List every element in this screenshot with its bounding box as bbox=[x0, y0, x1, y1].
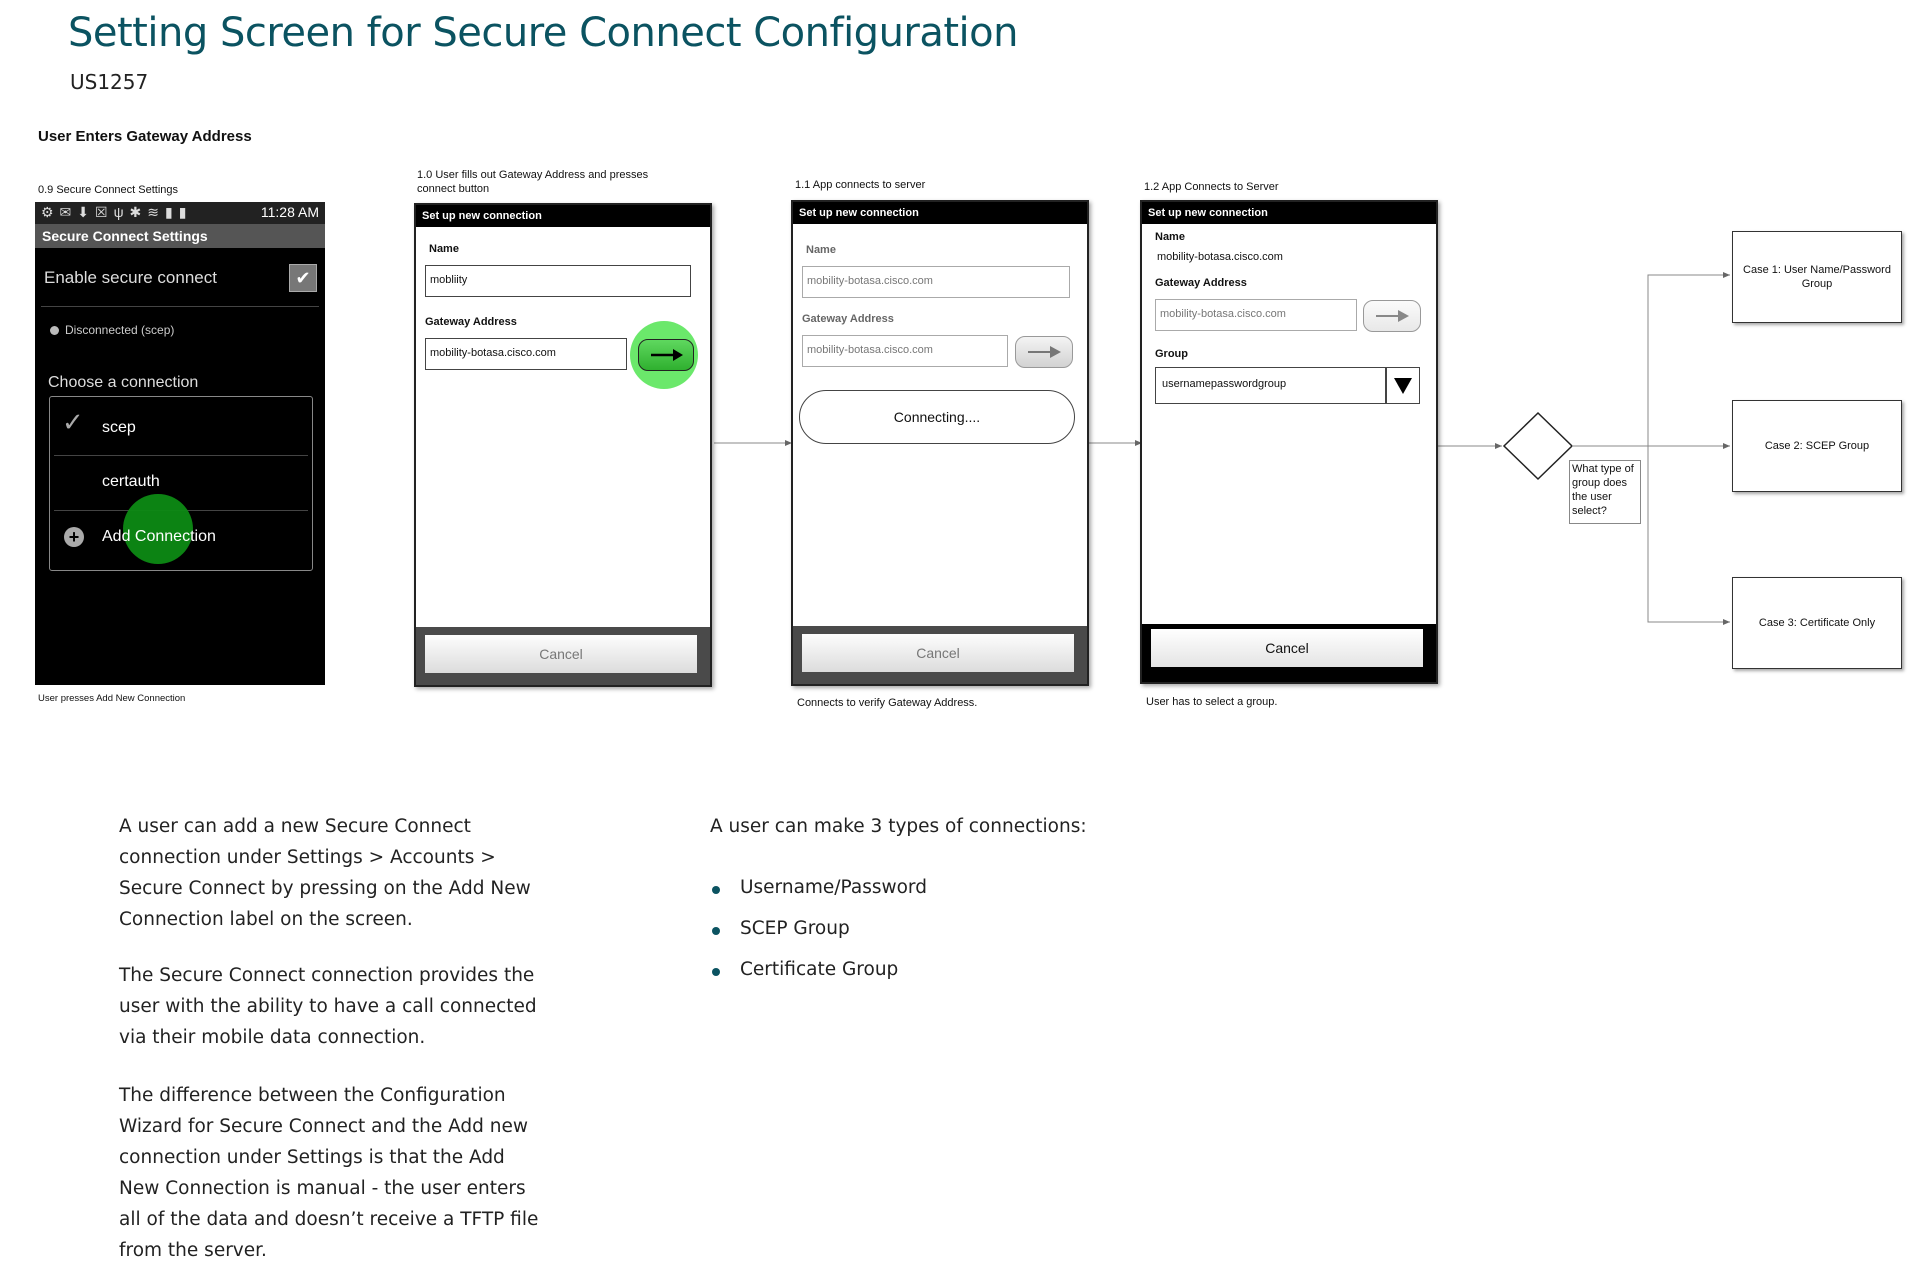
connect-button[interactable] bbox=[638, 339, 694, 371]
screen1-gateway-input[interactable]: mobility-botasa.cisco.com bbox=[425, 338, 627, 370]
screen2-caption: 1.1 App connects to server bbox=[795, 179, 926, 191]
list-item: Certificate Group bbox=[710, 959, 1130, 1000]
status-icons: ⚙✉⬇☒ψ✱≋▮▮ bbox=[41, 204, 193, 220]
list-item: Username/Password bbox=[710, 877, 1130, 918]
case-2-box: Case 2: SCEP Group bbox=[1732, 400, 1902, 492]
screen3-group-label: Group bbox=[1155, 348, 1188, 360]
screen1-cancel-bar: Cancel bbox=[416, 627, 710, 685]
screen3-footer: User has to select a group. bbox=[1146, 696, 1278, 708]
screen2-gateway-input[interactable]: mobility-botasa.cisco.com bbox=[802, 335, 1008, 367]
screen2-cancel-button[interactable]: Cancel bbox=[802, 634, 1074, 672]
status-bar: ⚙✉⬇☒ψ✱≋▮▮ 11:28 AM bbox=[35, 202, 325, 225]
connector-case3 bbox=[1647, 446, 1730, 625]
connecting-indicator: Connecting.... bbox=[799, 390, 1075, 444]
choose-connection-label: Choose a connection bbox=[48, 374, 199, 391]
settings-titlebar: Secure Connect Settings bbox=[35, 225, 325, 248]
screen2-gateway-label: Gateway Address bbox=[802, 313, 894, 325]
story-id: US1257 bbox=[70, 70, 149, 94]
connection-status: Disconnected (scep) bbox=[65, 323, 175, 337]
note-paragraph-3: The difference between the Configuration… bbox=[119, 1085, 539, 1261]
settings-title: Secure Connect Settings bbox=[42, 228, 208, 244]
divider bbox=[54, 455, 308, 456]
list-item-certauth[interactable]: certauth bbox=[102, 473, 160, 490]
screen3-cancel-button[interactable]: Cancel bbox=[1151, 629, 1423, 667]
arrow-right-icon bbox=[651, 349, 683, 361]
case-1-box: Case 1: User Name/Password Group bbox=[1732, 231, 1902, 323]
screen3-caption: 1.2 App Connects to Server bbox=[1144, 181, 1279, 193]
section-title: User Enters Gateway Address bbox=[38, 128, 252, 145]
case-3-box: Case 3: Certificate Only bbox=[1732, 577, 1902, 669]
enable-secure-connect-label: Enable secure connect bbox=[44, 268, 217, 287]
decision-question: What type of group does the user select? bbox=[1569, 460, 1641, 524]
screen3-cancel-bar: Cancel bbox=[1142, 624, 1436, 682]
screen3-group-select[interactable]: usernamepasswordgroup bbox=[1155, 367, 1386, 404]
screen1-header: Set up new connection bbox=[416, 205, 710, 227]
chevron-down-icon[interactable] bbox=[1386, 367, 1420, 404]
types-intro: A user can make 3 types of connections: bbox=[710, 816, 1087, 837]
connector-case1 bbox=[1647, 272, 1730, 446]
checkmark-icon: ✓ bbox=[62, 407, 84, 437]
screen1-cancel-button[interactable]: Cancel bbox=[425, 635, 697, 673]
screen3-name-value: mobility-botasa.cisco.com bbox=[1157, 251, 1283, 263]
screen2-header-text: Set up new connection bbox=[799, 207, 919, 219]
arrow-right-icon bbox=[1376, 310, 1409, 322]
status-time: 11:28 AM bbox=[260, 204, 319, 220]
screen1-name-label: Name bbox=[429, 243, 459, 255]
screen3-gateway-input[interactable]: mobility-botasa.cisco.com bbox=[1155, 299, 1357, 331]
plus-icon: + bbox=[64, 527, 84, 547]
screen3-connect-button[interactable] bbox=[1363, 300, 1421, 332]
list-item-add-connection[interactable]: Add Connection bbox=[102, 528, 216, 545]
status-dot-icon bbox=[50, 326, 59, 335]
screen1-caption: 1.0 User fills out Gateway Address and p… bbox=[417, 169, 649, 195]
screen2-phone: Set up new connection Name mobility-bota… bbox=[791, 200, 1089, 686]
page-title: Setting Screen for Secure Connect Config… bbox=[68, 10, 1019, 56]
screen3-gateway-label: Gateway Address bbox=[1155, 277, 1247, 289]
decision-diamond bbox=[1502, 411, 1574, 481]
screen2-name-label: Name bbox=[806, 244, 836, 256]
screen1-phone: Set up new connection Name mobliity Gate… bbox=[414, 203, 712, 687]
screen3-header: Set up new connection bbox=[1142, 202, 1436, 224]
screen2-connect-button[interactable] bbox=[1015, 336, 1073, 368]
screen3-name-label: Name bbox=[1155, 231, 1185, 243]
screen2-name-input[interactable]: mobility-botasa.cisco.com bbox=[802, 266, 1070, 298]
screen1-name-input[interactable]: mobliity bbox=[425, 265, 691, 297]
screen2-cancel-bar: Cancel bbox=[793, 626, 1087, 684]
arrow-right-icon bbox=[1028, 346, 1061, 358]
screen1-header-text: Set up new connection bbox=[422, 210, 542, 222]
types-list: Username/Password SCEP Group Certificate… bbox=[710, 877, 1130, 1000]
divider bbox=[41, 306, 319, 307]
list-item: SCEP Group bbox=[710, 918, 1130, 959]
android-footer: User presses Add New Connection bbox=[38, 693, 186, 704]
screen2-header: Set up new connection bbox=[793, 202, 1087, 224]
android-settings-screen: ⚙✉⬇☒ψ✱≋▮▮ 11:28 AM Secure Connect Settin… bbox=[35, 202, 325, 685]
screen2-footer: Connects to verify Gateway Address. bbox=[797, 697, 978, 709]
note-paragraph-2: The Secure Connect connection provides t… bbox=[119, 965, 537, 1048]
list-item-scep[interactable]: scep bbox=[102, 419, 136, 436]
screen1-gateway-label: Gateway Address bbox=[425, 316, 517, 328]
screen3-header-text: Set up new connection bbox=[1148, 207, 1268, 219]
android-caption: 0.9 Secure Connect Settings bbox=[38, 184, 179, 196]
tap-indicator bbox=[123, 494, 193, 564]
screen3-phone: Set up new connection Name mobility-bota… bbox=[1140, 200, 1438, 684]
enable-secure-connect-checkbox[interactable]: ✔ bbox=[289, 264, 317, 292]
note-paragraph-1: A user can add a new Secure Connect conn… bbox=[119, 816, 531, 930]
